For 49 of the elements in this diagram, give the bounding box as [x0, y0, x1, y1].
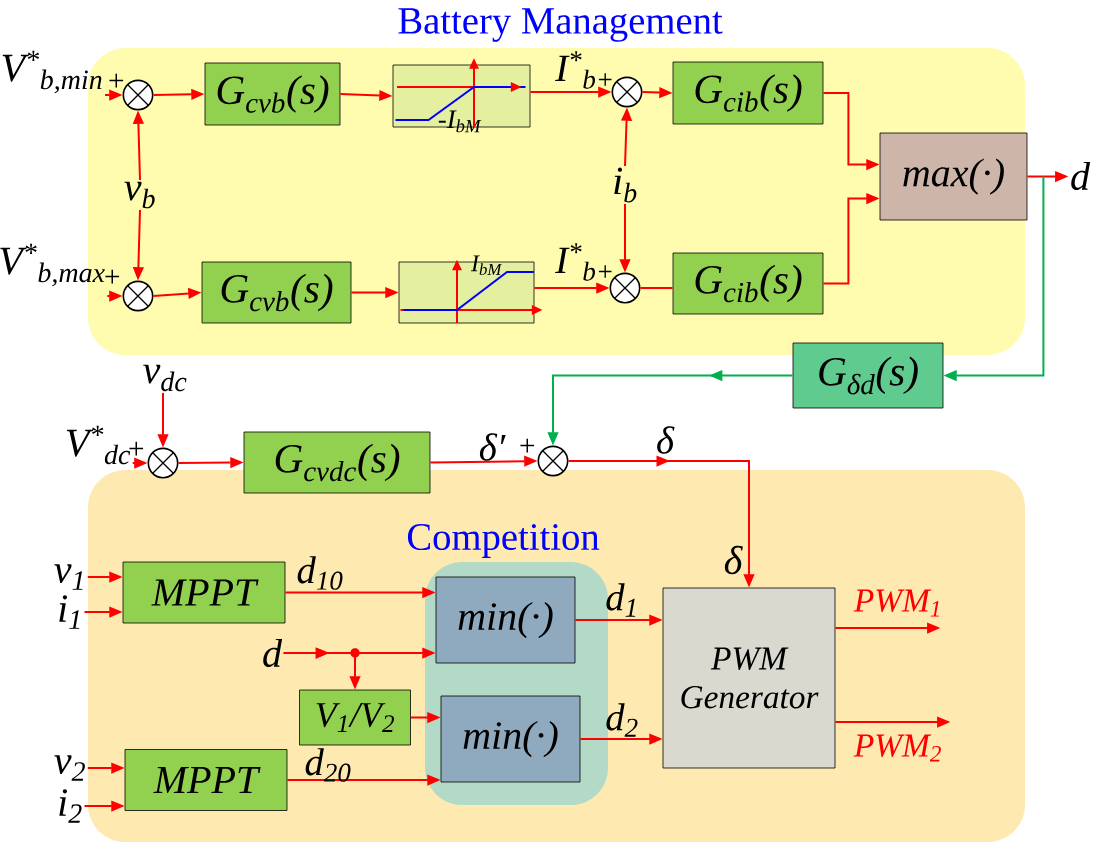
- signal-label: V$^{*}$b,min: [2, 50, 102, 94]
- summing-junction: [611, 76, 643, 108]
- signal-label: PWM$_{2}$: [853, 734, 941, 762]
- signal-label: V$^{*}$b,max: [0, 243, 105, 287]
- signal-label: PWM$_{1}$: [853, 589, 939, 617]
- sign-label: +: [105, 269, 120, 284]
- block: min(·): [440, 695, 581, 783]
- node-label: Battery Management: [398, 8, 723, 42]
- signal-label: I$^{*}$b+: [555, 243, 612, 281]
- signal-label: V$^{*}$dc: [67, 425, 131, 465]
- signal-label: i$_{1}$: [59, 595, 80, 629]
- signal-label: δ′: [479, 433, 506, 461]
- sign-label: +: [129, 441, 144, 456]
- block: max(·): [879, 132, 1028, 221]
- block: min(·): [435, 576, 576, 664]
- sign-label: +: [109, 73, 124, 88]
- summing-junction: [122, 79, 154, 111]
- block: V$_{1}$/V$_{2}$: [299, 689, 411, 746]
- limiter-block: I$_{bM}$: [398, 255, 535, 324]
- block: MPPT: [124, 749, 288, 811]
- signal-label: v$_{dc}$: [143, 364, 187, 392]
- summing-junction: [122, 280, 154, 312]
- signal-label: d$_{2}$: [606, 703, 638, 737]
- signal-label: i$_{b}$: [614, 167, 637, 203]
- signal-label: I$^{*}$b+: [555, 51, 612, 89]
- block: MPPT: [122, 561, 286, 624]
- signal-label: v$_{1}$: [54, 564, 83, 590]
- block: PWM Generator: [662, 587, 836, 769]
- signal-label: d$_{10}$: [297, 556, 343, 590]
- node-label: Competition: [407, 524, 600, 558]
- signal-label: d$_{1}$: [606, 583, 636, 617]
- block: G$_{cvb}$(s): [204, 62, 341, 126]
- sign-label: +: [520, 438, 535, 453]
- signal-label: i$_{2}$: [59, 789, 82, 823]
- signal-label: d: [1071, 161, 1091, 191]
- signal-label: d: [263, 638, 283, 668]
- limiter-block: -I$_{bM}$: [392, 64, 531, 133]
- block: G$_{cib}$(s): [672, 252, 824, 315]
- summing-junction: [537, 445, 569, 477]
- signal-label: δ: [657, 426, 675, 454]
- block: G$_{δd}$(s): [792, 342, 944, 409]
- summing-junction: [147, 447, 179, 479]
- signal-label: δ: [724, 545, 743, 575]
- block: G$_{cvb}$(s): [201, 261, 352, 324]
- signal-label: d$_{20}$: [305, 748, 351, 782]
- block: G$_{cvdc}$(s): [243, 431, 431, 494]
- signal-label: v$_{2}$: [54, 755, 85, 781]
- signal-label: v$_{b}$: [124, 181, 155, 209]
- block: G$_{cib}$(s): [672, 61, 824, 125]
